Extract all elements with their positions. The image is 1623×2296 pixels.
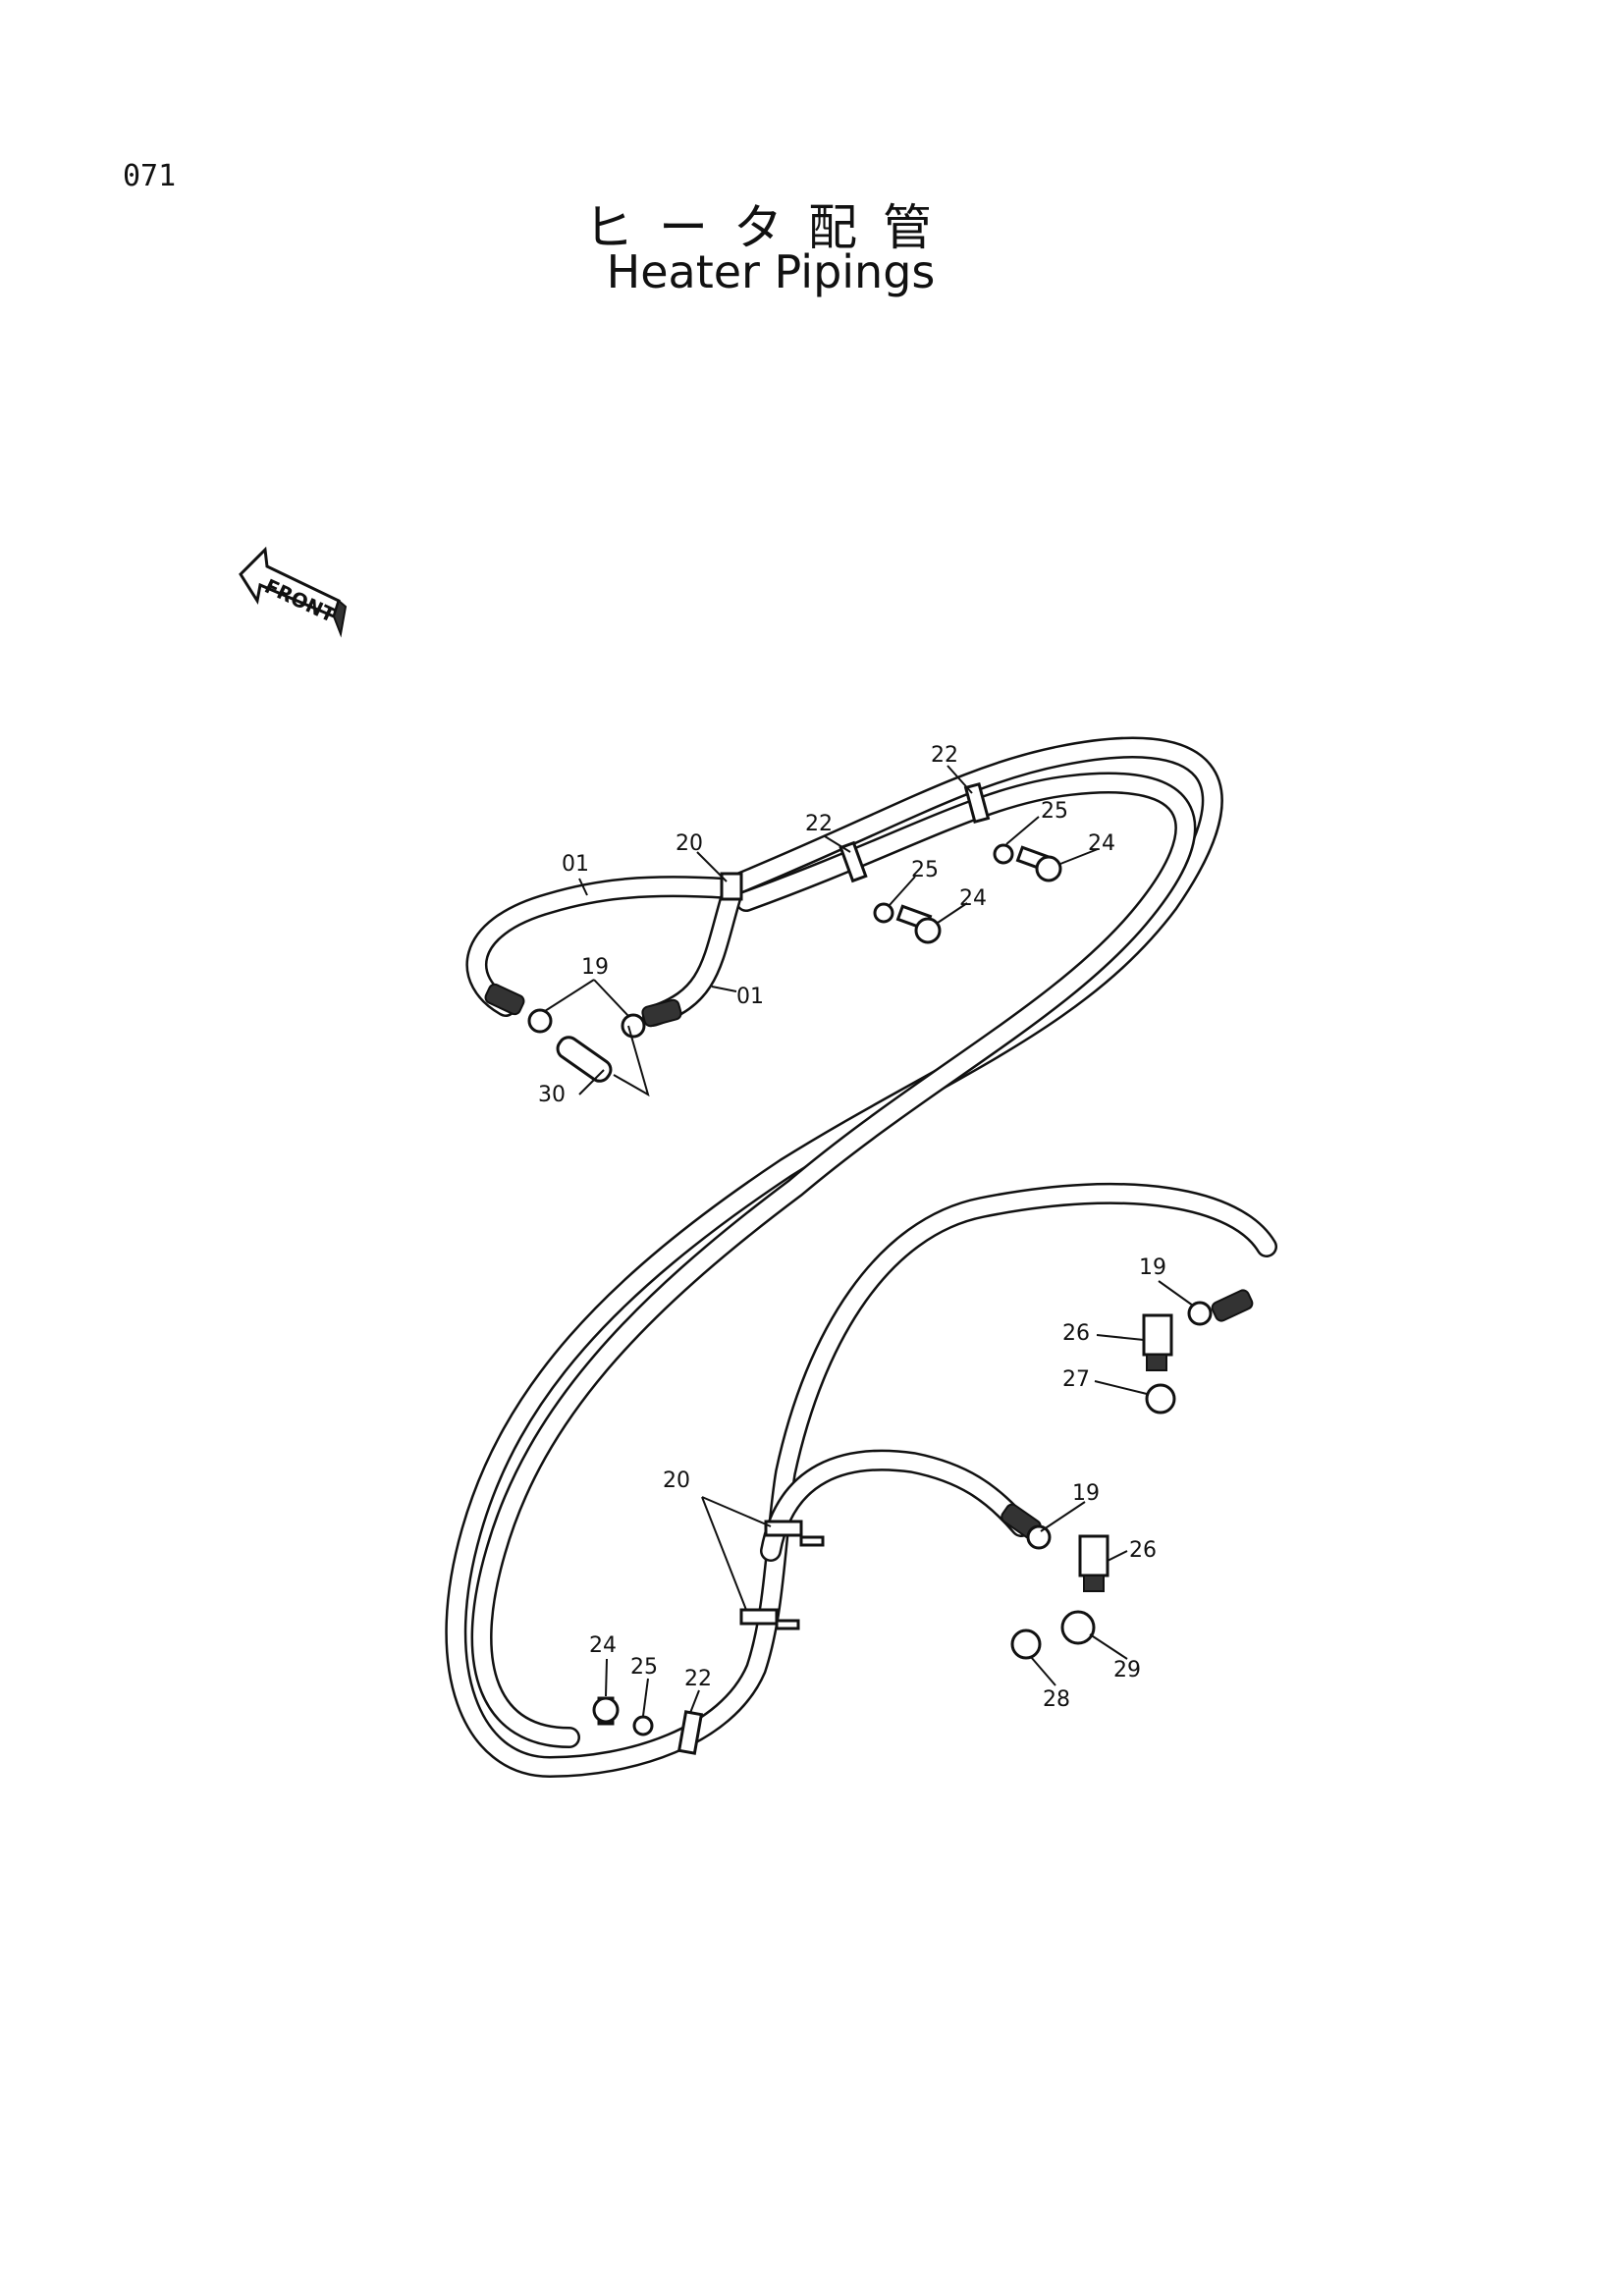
callout-26-lower: 26 <box>1129 1538 1157 1563</box>
callout-25-lower: 25 <box>630 1655 658 1680</box>
callout-20-lower: 20 <box>663 1468 690 1493</box>
callout-24-top: 24 <box>1088 831 1115 856</box>
callout-19-upper: 19 <box>581 955 609 980</box>
page-number: 071 <box>123 159 177 193</box>
callout-22-lower: 22 <box>684 1667 712 1691</box>
plug-28 <box>1010 1629 1042 1660</box>
clamp-20-upper <box>720 872 743 901</box>
callout-22-middle: 22 <box>805 812 833 836</box>
band-22-lower <box>676 1710 704 1755</box>
callout-19-right: 19 <box>1139 1255 1166 1280</box>
callout-24-lower: 24 <box>589 1633 617 1658</box>
front-arrow-icon: FRONT <box>239 546 348 638</box>
callout-28: 28 <box>1043 1687 1070 1712</box>
bolts-and-washers <box>592 843 1062 1736</box>
callout-01-upper: 01 <box>562 852 589 877</box>
fittings <box>1010 1313 1176 1660</box>
callout-24-middle: 24 <box>959 886 987 911</box>
hose-ends <box>484 983 1254 1540</box>
clamp-20-lower-a <box>764 1520 803 1537</box>
callouts: 01 01 20 22 22 25 24 25 24 19 30 19 26 2… <box>538 743 1166 1712</box>
elbow-29 <box>1060 1610 1096 1645</box>
pipe-30 <box>556 1036 613 1083</box>
band-22-middle <box>839 840 868 883</box>
callout-01-lower: 01 <box>736 985 764 1009</box>
leader-lines <box>544 765 1194 1717</box>
callout-29: 29 <box>1113 1658 1141 1682</box>
cock-26-lower <box>1078 1534 1109 1577</box>
callout-19-lower: 19 <box>1072 1481 1100 1506</box>
clamp-20-lower-b <box>739 1608 779 1626</box>
plug-27 <box>1145 1383 1176 1415</box>
callout-22-top: 22 <box>931 743 958 768</box>
cock-26-upper <box>1142 1313 1173 1357</box>
title-japanese: ヒータ配管 <box>584 199 957 256</box>
callout-27: 27 <box>1062 1367 1090 1392</box>
hose-clamps-19 <box>527 1008 1213 1550</box>
callout-25-top: 25 <box>1041 799 1068 824</box>
callout-25-middle: 25 <box>911 858 939 882</box>
callout-20-upper: 20 <box>676 831 703 856</box>
callout-26-upper: 26 <box>1062 1321 1090 1346</box>
title-english: Heater Pipings <box>606 245 936 298</box>
callout-30: 30 <box>538 1083 566 1107</box>
